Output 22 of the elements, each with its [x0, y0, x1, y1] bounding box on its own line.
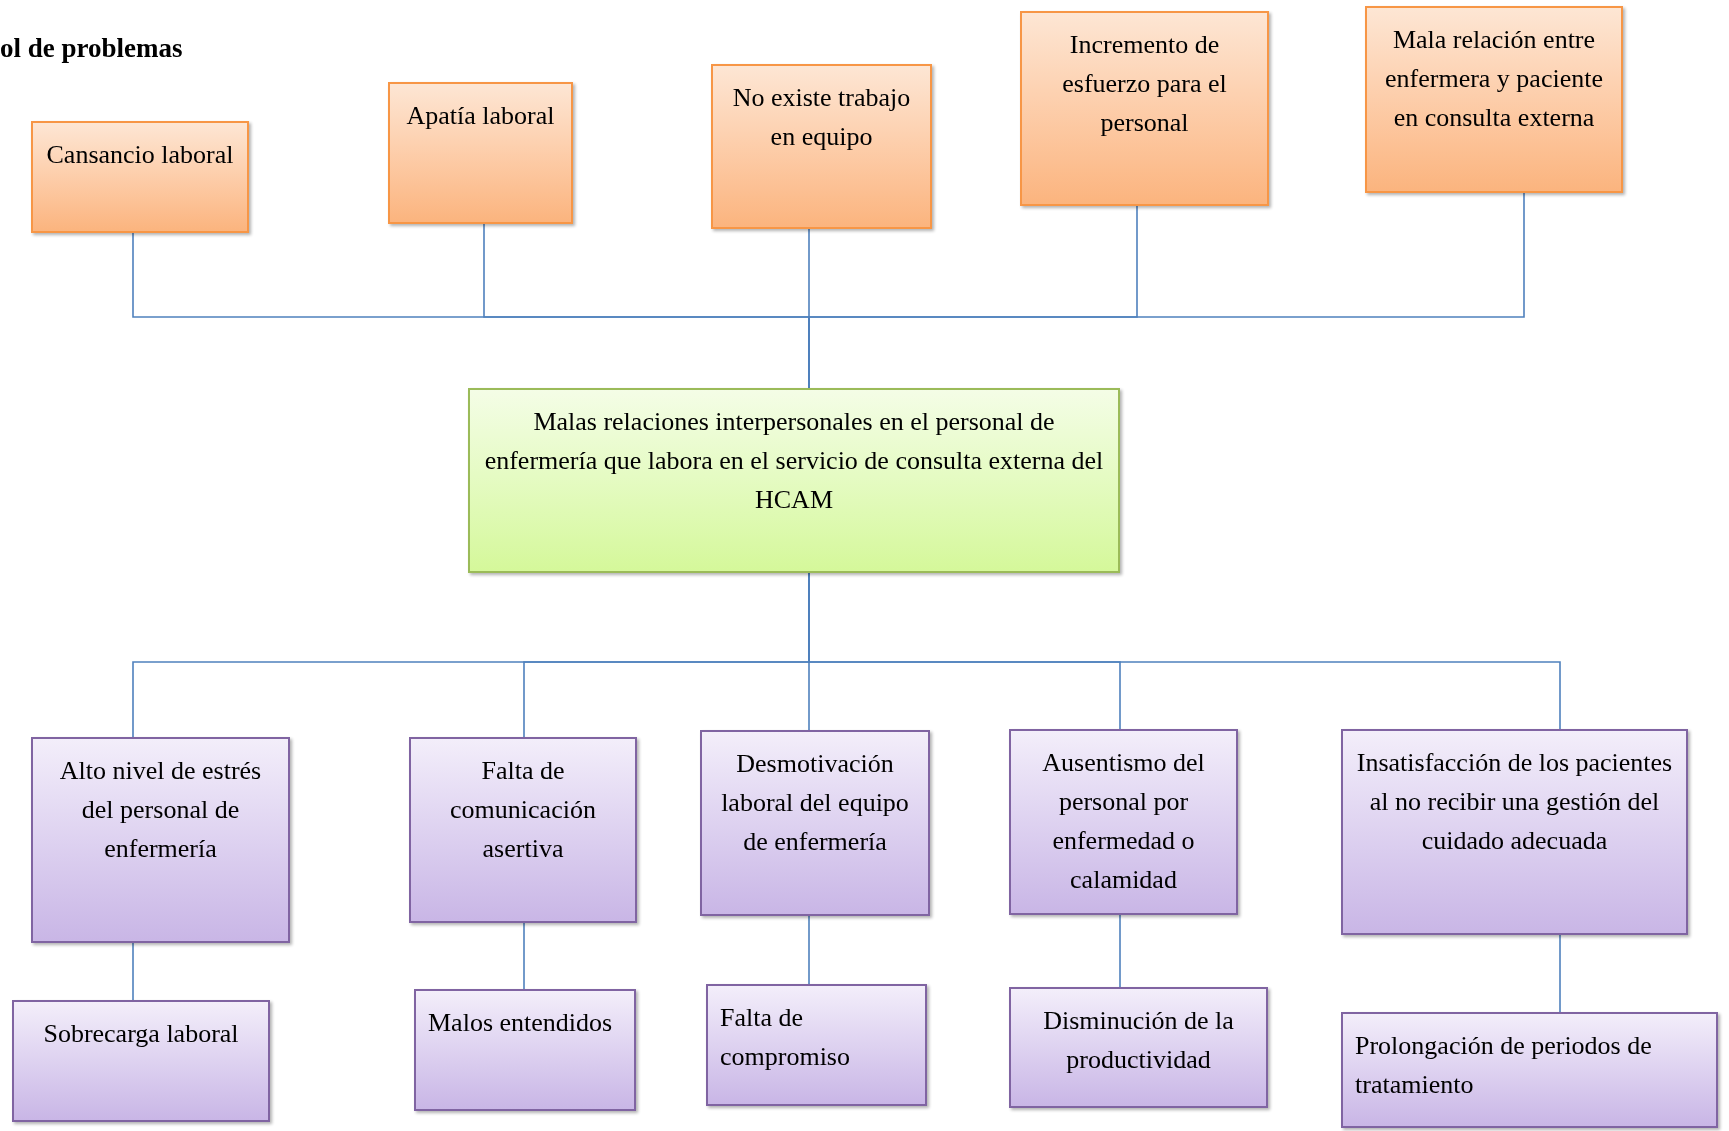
diagram-title: ol de problemas	[0, 32, 183, 65]
connector-line	[808, 915, 810, 985]
cause-box: Malos entendidos	[414, 989, 636, 1111]
connector-line	[132, 942, 134, 1001]
effect-box: No existe trabajo en equipo	[711, 64, 932, 229]
connector-line	[523, 922, 525, 990]
effect-box: Apatía laboral	[388, 82, 573, 224]
connector-line	[1559, 934, 1561, 1013]
cause-box: Falta de comunicación asertiva	[409, 737, 637, 923]
effect-box: Mala relación entre enfermera y paciente en consulta externa	[1365, 6, 1623, 193]
cause-box: Falta de compromiso	[706, 984, 927, 1106]
cause-box: Insatisfacción de los pacientes al no recibir una gestión del cuidado adecuada	[1341, 729, 1688, 935]
cause-box: Prolongación de periodos de tratamiento	[1341, 1012, 1718, 1128]
cause-box: Disminución de la productividad	[1009, 987, 1268, 1108]
effect-box: Cansancio laboral	[31, 121, 249, 233]
cause-box: Ausentismo del personal por enfermedad o calamidad	[1009, 729, 1238, 915]
cause-box: Desmotivación laboral del equipo de enfermería	[700, 730, 930, 916]
cause-box: Sobrecarga laboral	[12, 1000, 270, 1122]
effect-box: Incremento de esfuerzo para el personal	[1020, 11, 1269, 206]
cause-box: Alto nivel de estrés del personal de enfermería	[31, 737, 290, 943]
core-problem-box: Malas relaciones interpersonales en el personal de enfermería que labora en el servicio de consulta externa del HCAM	[468, 388, 1120, 573]
connector-line	[1119, 914, 1121, 988]
